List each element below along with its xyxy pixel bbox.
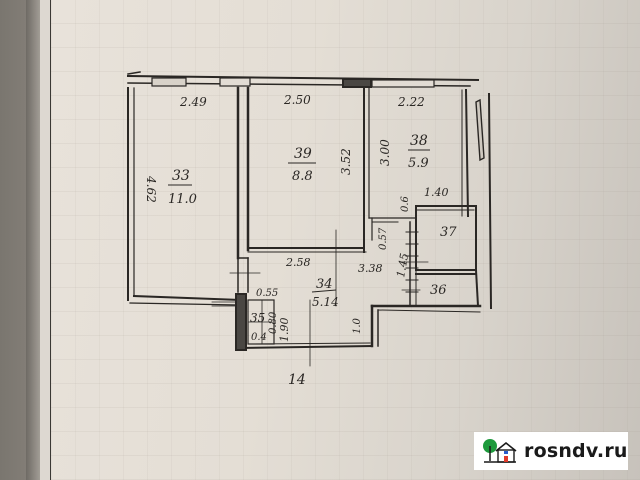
room-38-length-label: 3.00 (378, 139, 392, 166)
room-38-small-dim: 0.6 (400, 195, 411, 212)
room-33-width-label: 2.49 (179, 95, 207, 109)
room-38-area: 5.9 (408, 156, 429, 171)
room-39-length-label: 3.52 (339, 148, 353, 175)
room-35-area: 0.4 (251, 332, 267, 343)
paper-edge (40, 0, 50, 480)
room-34-dim-338: 3.38 (358, 262, 383, 275)
room-38-number: 38 (410, 133, 428, 149)
room-34-dim-055: 0.55 (256, 288, 278, 299)
room-38-bottom-dim: 1.40 (424, 186, 449, 199)
room-34-dim-10: 1.0 (352, 317, 363, 334)
room-34-area: 5.14 (312, 295, 339, 309)
room-34-number: 34 (316, 277, 333, 292)
house-tree-icon (483, 439, 517, 463)
photo-edge-background (0, 0, 26, 480)
room-39-number: 39 (294, 146, 312, 162)
rosndv-watermark[interactable]: rosndv.ru (474, 432, 628, 470)
room-34-dim-190: 1.90 (278, 318, 291, 343)
room-38-width-label: 2.22 (397, 95, 425, 109)
room-35-dim-080: 0.80 (268, 311, 279, 334)
paper-binding-shadow (26, 0, 40, 480)
room-34-dim-057: 0.57 (378, 227, 389, 250)
room-33-length-label: 4.62 (144, 175, 158, 203)
room-39-area: 8.8 (292, 169, 313, 184)
room-39-width-label: 2.50 (283, 93, 311, 107)
room-35-number: 35 (250, 311, 265, 325)
room-34-divider (311, 289, 337, 293)
floor-marker-label: 14 (288, 372, 306, 388)
room-34-dim-145: 1.45 (394, 252, 411, 278)
room-34-dim-258: 2.58 (285, 256, 311, 269)
room-37-number: 37 (440, 225, 457, 240)
watermark-text: rosndv.ru (524, 440, 628, 462)
room-33-area: 11.0 (168, 192, 197, 207)
room-36-number: 36 (430, 283, 447, 298)
room-33-number: 33 (172, 168, 190, 184)
